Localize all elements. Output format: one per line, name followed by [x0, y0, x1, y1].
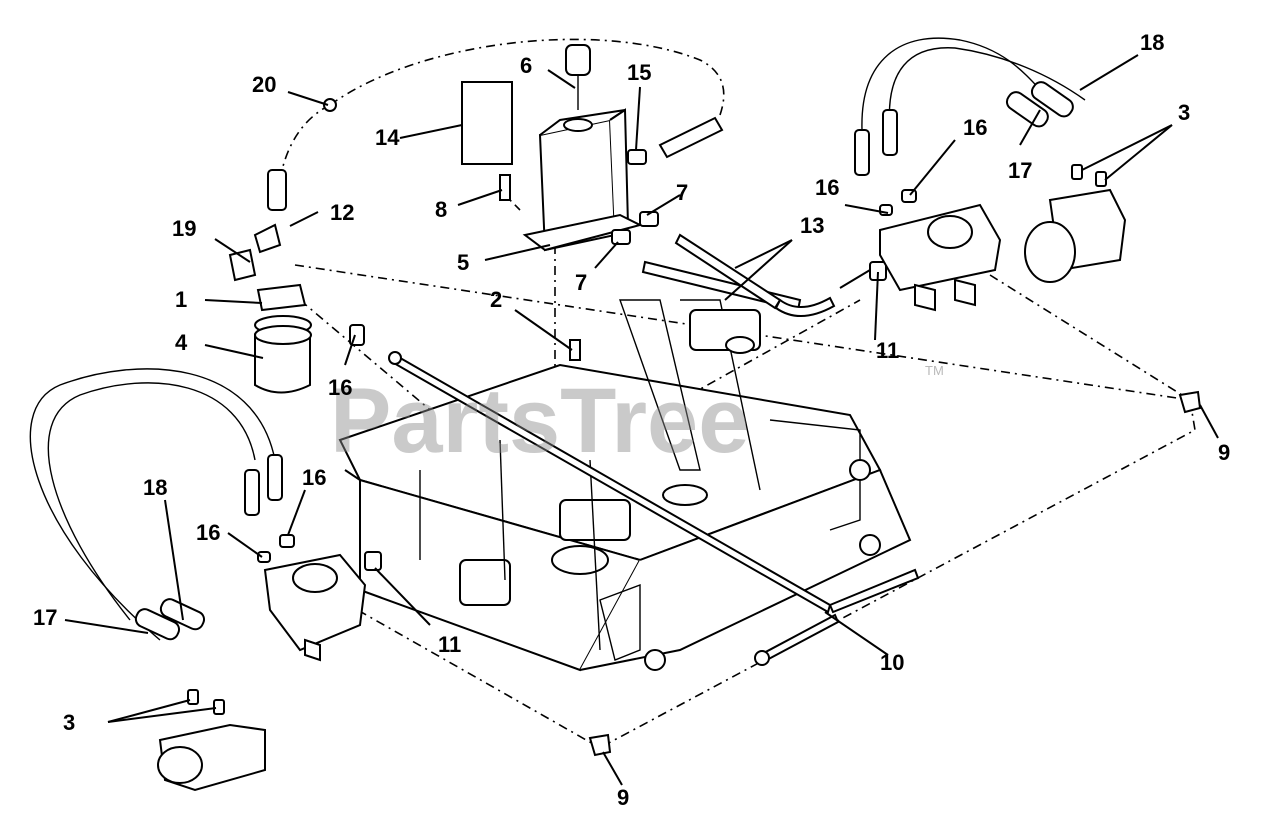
callout-6: 6 [520, 53, 532, 78]
hydraulic-reservoir [461, 44, 724, 252]
callout-16: 16 [963, 115, 987, 140]
callout-17: 17 [1008, 158, 1032, 183]
callout-7: 7 [575, 270, 587, 295]
callout-14: 14 [375, 125, 400, 150]
callout-8: 8 [435, 197, 447, 222]
callout-18: 18 [1140, 30, 1164, 55]
callout-2: 2 [490, 287, 502, 312]
callout-11: 11 [438, 632, 461, 657]
callout-5: 5 [457, 250, 469, 275]
hydraulic-hoses [349, 211, 887, 571]
filter-assembly [228, 98, 337, 394]
callout-17: 17 [33, 605, 57, 630]
callout-18: 18 [143, 475, 167, 500]
tractor-frame [338, 299, 912, 672]
callout-3: 3 [63, 710, 75, 735]
callout-9: 9 [1218, 440, 1230, 465]
callout-15: 15 [627, 60, 651, 85]
callout-3: 3 [1178, 100, 1190, 125]
callout-16: 16 [815, 175, 839, 200]
callout-13: 13 [800, 213, 824, 238]
callout-9: 9 [617, 785, 629, 810]
callout-16: 16 [302, 465, 326, 490]
callout-16: 16 [328, 375, 352, 400]
left-pump-assembly [29, 368, 367, 792]
callout-19: 19 [172, 216, 196, 241]
right-pump-assembly [854, 37, 1127, 312]
callout-10: 10 [880, 650, 904, 675]
callout-7: 7 [676, 180, 688, 205]
svg-text:TM: TM [925, 363, 944, 378]
callouts: 1 2 3 3 4 5 6 7 7 8 9 9 10 11 11 12 13 1… [33, 30, 1230, 810]
callout-1: 1 [175, 287, 187, 312]
callout-11: 11 [876, 338, 899, 363]
svg-text:PartsTree: PartsTree [330, 370, 749, 472]
partstree-watermark: PartsTree TM [330, 363, 944, 472]
callout-4: 4 [175, 330, 188, 355]
elbow-fittings [588, 390, 1202, 757]
callout-leaders [64, 54, 1219, 786]
callout-12: 12 [330, 200, 354, 225]
callout-16: 16 [196, 520, 220, 545]
callout-20: 20 [252, 72, 276, 97]
